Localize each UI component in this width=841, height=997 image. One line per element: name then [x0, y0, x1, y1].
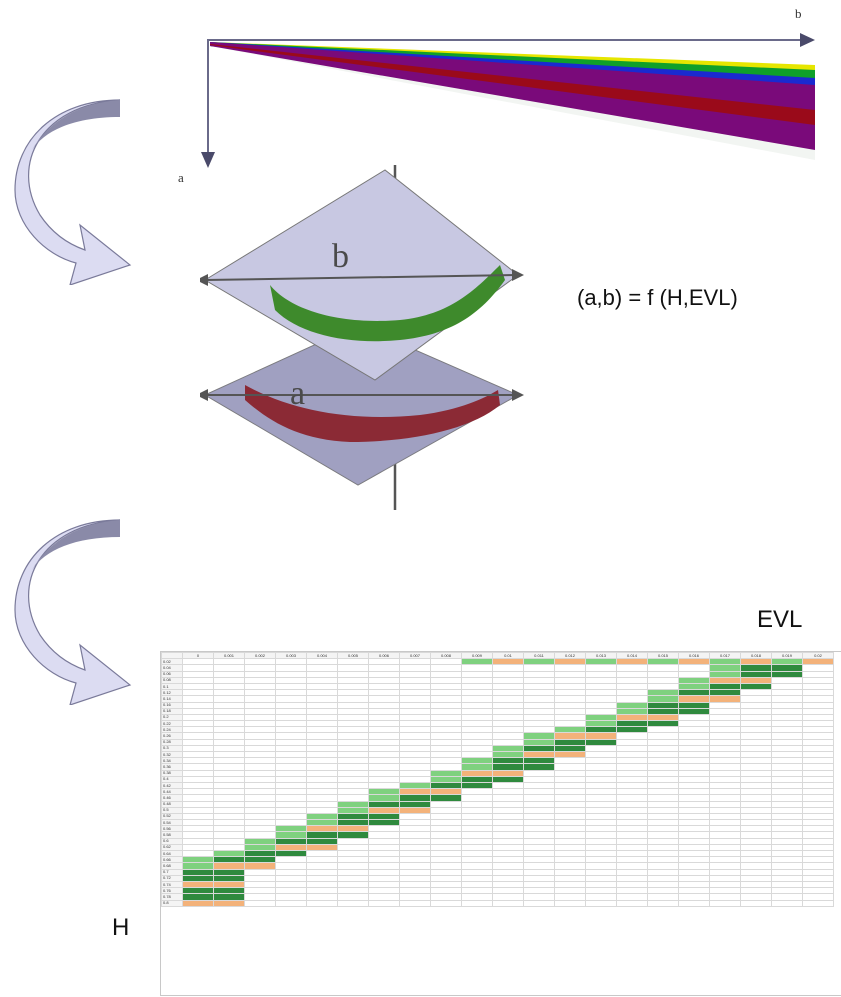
table-cell	[182, 899, 214, 907]
table-row: 0.72	[161, 874, 834, 882]
table-cell	[554, 899, 586, 907]
table-cell	[802, 899, 834, 907]
b-axis-label: b	[795, 6, 802, 21]
b-axis-arrowhead	[800, 33, 815, 47]
curve-a	[245, 385, 500, 442]
table-row: 0.28	[161, 738, 834, 746]
row-header: 0.8	[161, 899, 183, 907]
formula-text: (a,b) = f (H,EVL)	[577, 285, 738, 310]
planes-diagram	[200, 165, 524, 510]
plane-b-label: b	[332, 238, 349, 275]
table-row: 0.44	[161, 788, 834, 796]
a-axis-arrowhead	[201, 152, 215, 168]
table-cell	[771, 899, 803, 907]
ab-colormap	[201, 33, 815, 168]
table-row: 0.34	[161, 757, 834, 765]
table-row: 0.26	[161, 732, 834, 740]
table-cell	[399, 899, 431, 907]
curve-b	[270, 265, 505, 342]
table-cell	[740, 899, 772, 907]
table-cell	[461, 899, 493, 907]
table-cell	[368, 899, 400, 907]
table-cell	[275, 899, 307, 907]
table-row: 0.46	[161, 794, 834, 802]
table-row: 0.62	[161, 843, 834, 852]
table-row: 0.78	[161, 893, 834, 901]
table-row: 0.7	[161, 868, 834, 876]
table-cell	[523, 899, 555, 907]
band-red	[210, 44, 815, 125]
table-row: 0.18	[161, 707, 834, 715]
curved-arrow-bottom	[14, 519, 132, 705]
table-cell	[213, 899, 245, 907]
a-axis-label: a	[178, 170, 184, 185]
table-cell	[244, 899, 276, 907]
table-cell	[647, 899, 679, 907]
h-label: H	[112, 914, 130, 941]
table-cell	[430, 899, 462, 907]
table-cell	[709, 899, 741, 907]
table-cell	[616, 899, 648, 907]
table-cell	[337, 899, 369, 907]
band-purple	[210, 42, 815, 150]
table-cell	[306, 899, 338, 907]
table-row: 0.24	[161, 726, 834, 734]
table-cell	[492, 899, 524, 907]
table-row: 0.8	[161, 899, 834, 907]
evl-label: EVL	[757, 606, 803, 633]
plane-a-label: a	[290, 375, 306, 412]
table-row: 0.3	[161, 744, 834, 753]
curved-arrow-top	[14, 99, 132, 285]
table-cell	[585, 899, 617, 907]
table-row: 0.66	[161, 856, 834, 864]
table-cell	[678, 899, 710, 907]
